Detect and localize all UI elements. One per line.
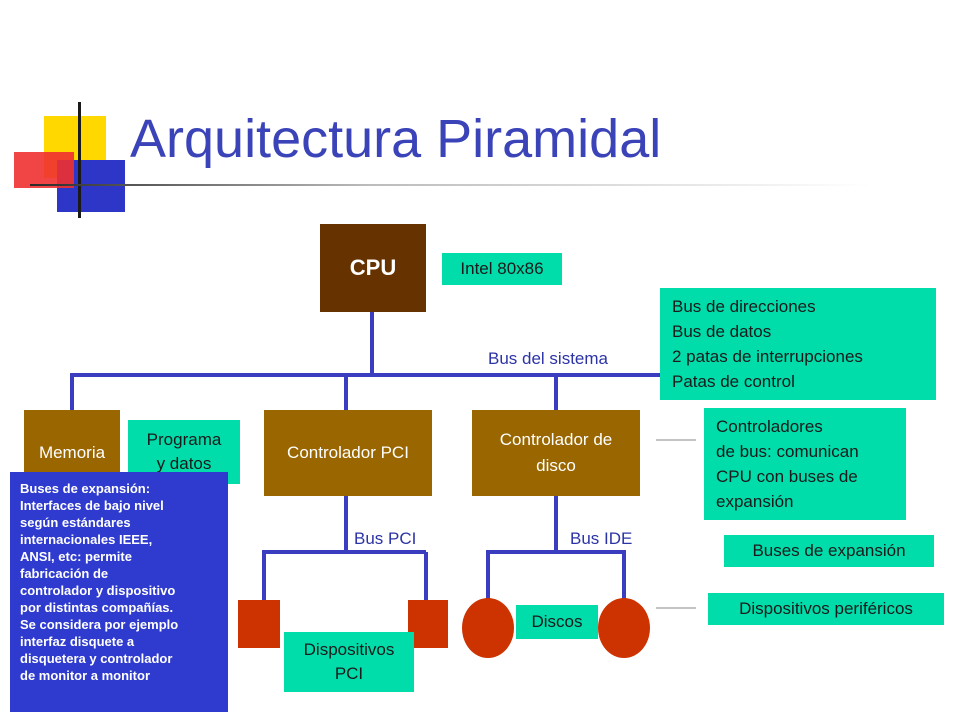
controlador-pci-label: Controlador PCI [287, 443, 409, 462]
logo-vertical-line [78, 102, 81, 218]
disk-left [462, 598, 514, 658]
intel-callout: Intel 80x86 [442, 253, 562, 285]
bus-ide-label: Bus IDE [570, 529, 633, 548]
buses-expansion-callout: Buses de expansión [724, 535, 934, 567]
bus-lines-callout: Bus de direcciones Bus de datos 2 patas … [660, 288, 936, 400]
disk-right [598, 598, 650, 658]
controladores-text: Controladores de bus: comunican CPU con … [716, 417, 859, 511]
memoria-label: Memoria [38, 443, 106, 462]
bus-lines-text: Bus de direcciones Bus de datos 2 patas … [672, 297, 863, 391]
controladores-callout: Controladores de bus: comunican CPU con … [704, 408, 906, 520]
logo-horizontal-line [30, 184, 870, 186]
page-title: Arquitectura Piramidal [130, 109, 662, 169]
pci-device-left [238, 600, 280, 648]
controlador-pci-box: Controlador PCI [264, 410, 432, 496]
logo-red-square [14, 152, 74, 188]
cpu-label: CPU [349, 255, 397, 280]
buses-expansion-label: Buses de expansión [752, 541, 906, 560]
discos-callout: Discos [516, 605, 598, 639]
dispositivos-pci-callout: Dispositivos PCI [284, 632, 414, 692]
buses-expansion-note: Buses de expansión: Interfaces de bajo n… [10, 472, 228, 712]
bus-sistema-label: Bus del sistema [488, 349, 608, 368]
dispositivos-pci-label: Dispositivos PCI [303, 640, 395, 683]
dispositivos-perifericos-label: Dispositivos periféricos [739, 599, 913, 618]
pci-device-right [408, 600, 448, 648]
dispositivos-perifericos-callout: Dispositivos periféricos [708, 593, 944, 625]
bus-pci-label: Bus PCI [354, 529, 417, 548]
discos-label: Discos [531, 612, 583, 631]
intel-label: Intel 80x86 [460, 259, 544, 278]
controlador-disco-box: Controlador de disco [472, 410, 640, 496]
cpu-box: CPU [320, 224, 426, 312]
controlador-disco-label: Controlador de disco [499, 430, 613, 475]
programa-label: Programa y datos [146, 430, 222, 473]
